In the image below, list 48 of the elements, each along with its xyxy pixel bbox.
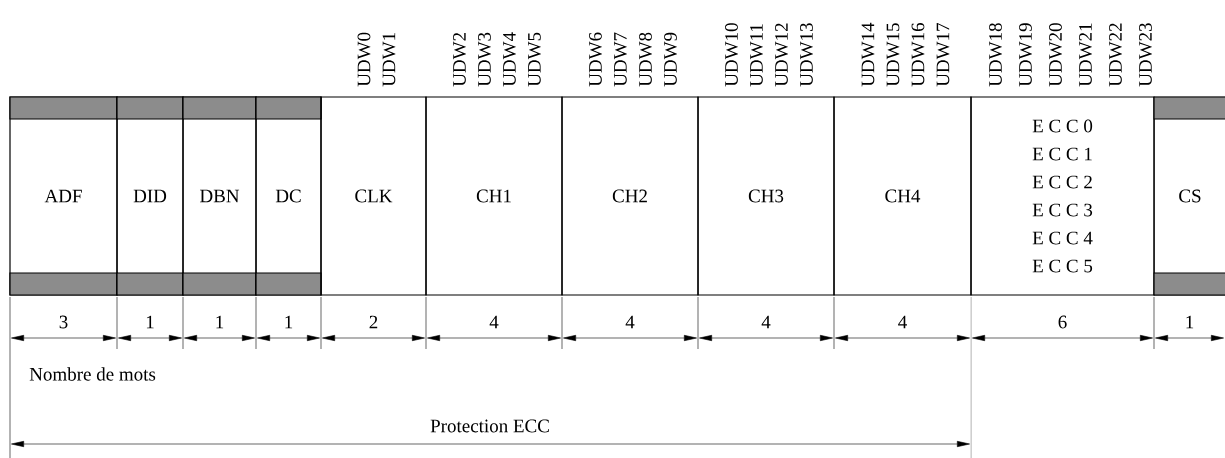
rotated-label: UDW12	[775, 23, 788, 87]
rotated-label: UDW7	[614, 32, 627, 87]
dimension-value: Protection ECC	[430, 419, 549, 433]
field-box: CH2	[561, 96, 699, 296]
field-box: CLK	[320, 96, 427, 296]
rotated-label: UDW11	[750, 24, 763, 87]
rotated-label: UDW6	[589, 32, 602, 87]
field-box: DC	[255, 96, 322, 296]
rotated-label: UDW1	[382, 33, 396, 87]
rotated-label: UDW3	[478, 32, 491, 87]
dimension-value: 1	[146, 315, 154, 329]
rotated-label: UDW0	[357, 32, 371, 87]
field-box: E C C 0 E C C 1 E C C 2 E C C 3 E C C 4 E C C 5	[970, 96, 1155, 296]
field-box: CH3	[697, 96, 835, 296]
rotated-label: UDW16	[911, 23, 925, 87]
rotated-label: UDW20	[1049, 23, 1062, 87]
field-box: CH4	[833, 96, 972, 296]
dimension-value: 2	[369, 315, 378, 329]
field-box: CH1	[425, 96, 563, 296]
dimension-value: 4	[898, 315, 907, 329]
rotated-label: UDW22	[1109, 23, 1122, 87]
dimension-value: 6	[1058, 315, 1067, 329]
dimension-value: 1	[285, 315, 293, 329]
field-box: CS	[1153, 96, 1225, 296]
dimension-value: 1	[216, 315, 224, 329]
dimension-value: 4	[761, 315, 771, 329]
rotated-label: UDW4	[503, 32, 516, 87]
dimension-value: 1	[1186, 315, 1194, 329]
rotated-label: UDW14	[861, 22, 875, 87]
rotated-label: UDW18	[989, 23, 1002, 87]
rotated-label: UDW2	[453, 33, 466, 87]
rotated-label: UDW19	[1019, 23, 1032, 87]
rotated-label: UDW5	[528, 32, 541, 87]
rotated-label: UDW10	[725, 23, 738, 87]
rotated-label: UDW21	[1079, 23, 1092, 87]
field-box: DBN	[182, 96, 257, 296]
rotated-label: UDW8	[639, 32, 652, 87]
field-box: DID	[116, 96, 184, 296]
dimension-value: 3	[59, 315, 68, 329]
rotated-label: UDW9	[664, 32, 677, 87]
dimension-value: 4	[625, 315, 635, 329]
rotated-label: UDW23	[1139, 23, 1152, 87]
dimension-value: 4	[489, 315, 499, 329]
note-text: Nombre de mots	[29, 367, 156, 381]
rotated-label: UDW13	[800, 23, 813, 87]
field-box: ADF	[9, 96, 118, 296]
rotated-label: UDW17	[936, 22, 950, 87]
rotated-label: UDW15	[886, 23, 900, 87]
